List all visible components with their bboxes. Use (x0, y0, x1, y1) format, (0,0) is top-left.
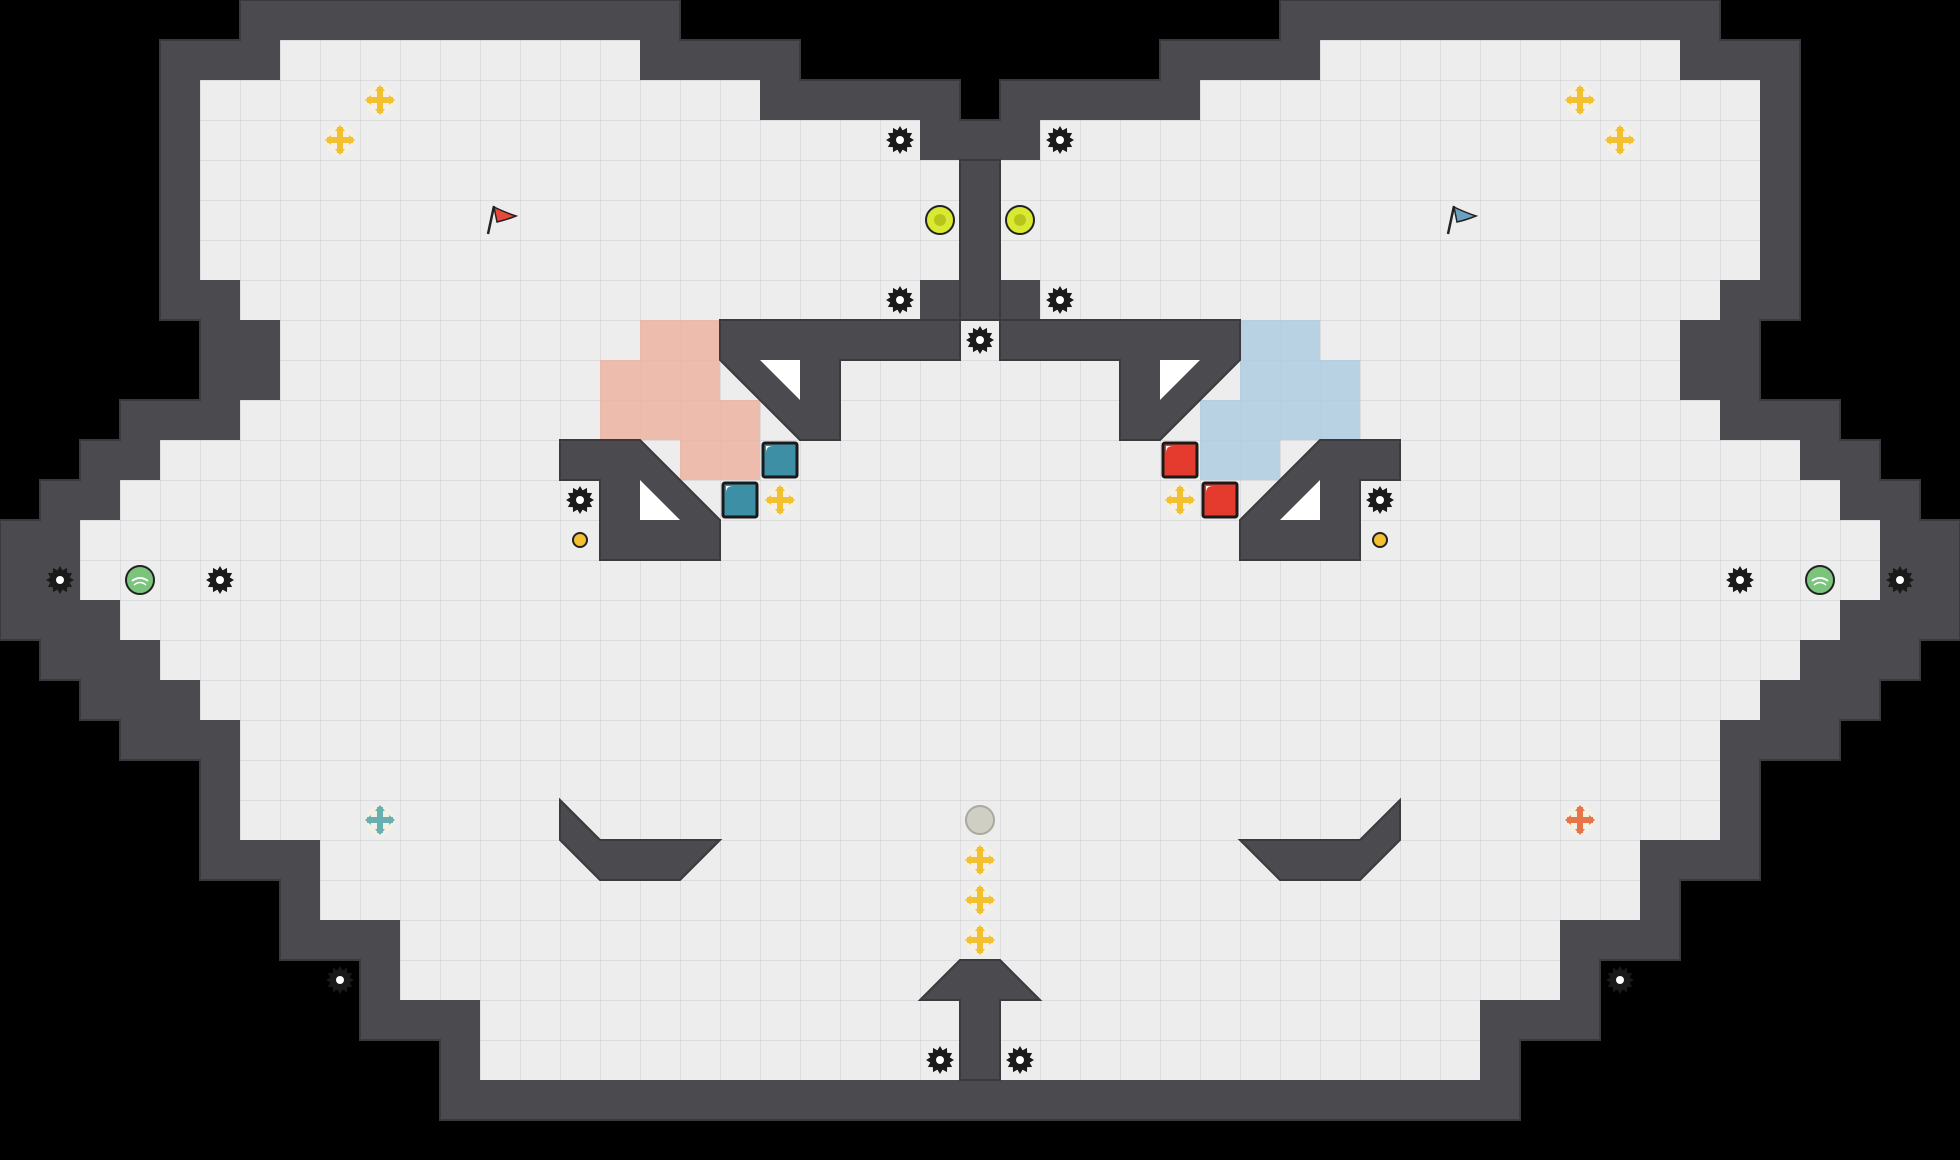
wall-cutout (640, 480, 680, 520)
team-zones (600, 320, 1360, 480)
bomb-icon (572, 532, 588, 548)
blue-zone-tile (1320, 400, 1360, 440)
red-flag-icon (486, 205, 519, 235)
portal-icon (1805, 565, 1835, 595)
blue-zone-tile (1200, 440, 1240, 480)
inner-walls (559, 159, 1401, 1081)
red-zone-tile (720, 400, 760, 440)
inner-wall (959, 159, 1001, 321)
red-zone-tile (680, 400, 720, 440)
boost-icon (365, 85, 395, 115)
spike-icon (1886, 566, 1914, 594)
spike-icon (1046, 126, 1074, 154)
blue-zone-tile (1240, 360, 1280, 400)
spike-icon (1366, 486, 1394, 514)
inner-wall (999, 319, 1241, 441)
boost-icon (325, 125, 355, 155)
spike-icon (206, 566, 234, 594)
blue-zone-tile (1200, 400, 1240, 440)
neutral-ball (965, 805, 995, 835)
red-block (1201, 481, 1239, 519)
boost-icon (765, 485, 795, 515)
boost-icon (965, 885, 995, 915)
spike-icon (1006, 1046, 1034, 1074)
boost-icon (1165, 485, 1195, 515)
boost-icon (1565, 85, 1595, 115)
red-zone-tile (720, 440, 760, 480)
blue-boost-icon (365, 805, 395, 835)
floor (80, 40, 1880, 1080)
inner-wall (719, 319, 961, 441)
spike-icon (926, 1046, 954, 1074)
blue-zone-tile (1240, 440, 1280, 480)
inner-wall (559, 797, 723, 881)
red-zone-tile (600, 360, 640, 400)
blue-block (761, 441, 799, 479)
boost-icon (965, 925, 995, 955)
blue-zone-tile (1280, 400, 1320, 440)
red-zone-tile (680, 360, 720, 400)
blue-zone-tile (1280, 320, 1320, 360)
wall-cutout (1280, 480, 1320, 520)
bomb-icon (1372, 532, 1388, 548)
floor-grid (80, 40, 1880, 1080)
wall-cutout (760, 360, 800, 400)
wall-cutout (1160, 360, 1200, 400)
blue-flag-icon (1446, 205, 1479, 235)
spike-icon (886, 286, 914, 314)
blue-zone-tile (1240, 320, 1280, 360)
spike-icon (1726, 566, 1754, 594)
portal-icon (125, 565, 155, 595)
red-zone-tile (680, 440, 720, 480)
spike-icon (966, 326, 994, 354)
spike-icon (1046, 286, 1074, 314)
red-zone-tile (640, 400, 680, 440)
red-zone-tile (680, 320, 720, 360)
blue-zone-tile (1240, 400, 1280, 440)
bouncer-icon (1005, 205, 1035, 235)
spike-icon (886, 126, 914, 154)
spike-icon (566, 486, 594, 514)
blue-block (721, 481, 759, 519)
blue-zone-tile (1280, 360, 1320, 400)
blue-zone-tile (1320, 360, 1360, 400)
spike-icon (1606, 966, 1634, 994)
red-boost-icon (1565, 805, 1595, 835)
spike-icon (326, 966, 354, 994)
spike-icon (46, 566, 74, 594)
red-block (1161, 441, 1199, 479)
bouncer-icon (925, 205, 955, 235)
red-zone-tile (640, 320, 680, 360)
red-zone-tile (640, 360, 680, 400)
inner-wall (1237, 797, 1401, 881)
entities (46, 85, 1914, 1074)
boost-icon (1605, 125, 1635, 155)
boost-icon (965, 845, 995, 875)
red-zone-tile (600, 400, 640, 440)
inner-wall (917, 959, 1043, 1081)
